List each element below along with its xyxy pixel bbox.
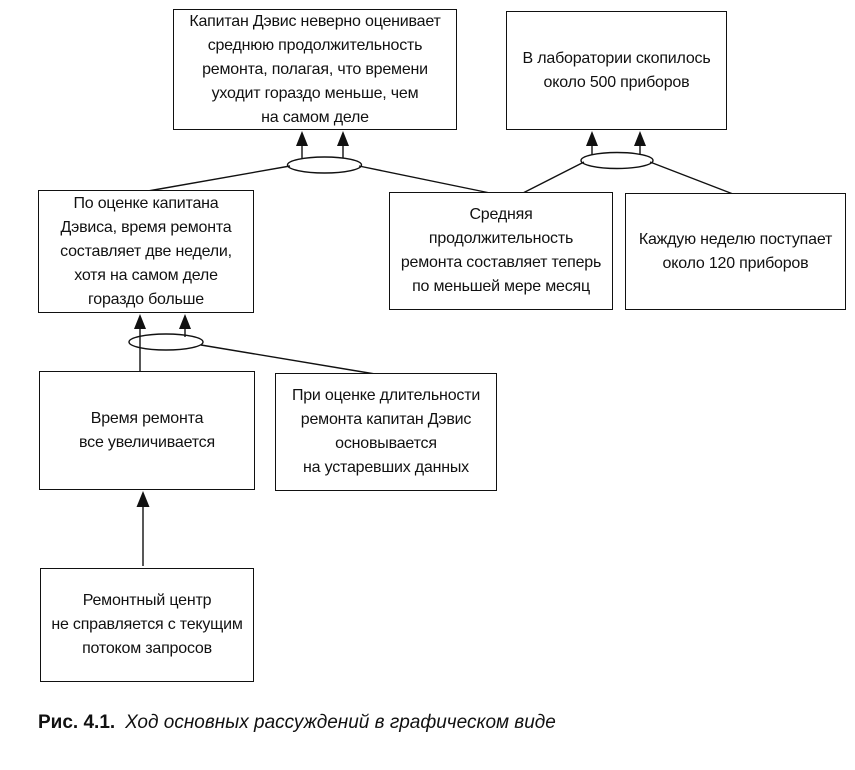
and-junction-ellipse-2 bbox=[580, 151, 654, 170]
node-misjudged-repair-duration: Капитан Дэвис неверно оценивает среднюю … bbox=[173, 9, 457, 130]
node-repair-time-increasing: Время ремонта все увеличивается bbox=[39, 371, 255, 490]
edge-midcenter-to-junction2 bbox=[522, 161, 585, 194]
arrow-junction1-to-topleft-b bbox=[337, 131, 349, 158]
edge-midcenter-to-junction1 bbox=[358, 165, 491, 194]
node-outdated-data-text: При оценке длительности ремонта капитан … bbox=[291, 387, 481, 476]
figure-caption-label: Рис. 4.1. bbox=[38, 712, 116, 733]
node-misjudged-repair-duration-text: Капитан Дэвис неверно оценивает среднюю … bbox=[189, 12, 441, 126]
node-500-devices-accumulated: В лаборатории скопилось около 500 прибор… bbox=[506, 11, 727, 130]
node-two-week-estimate-text: По оценке капитана Дэвиса, время ремонта… bbox=[60, 194, 232, 308]
node-outdated-data: При оценке длительности ремонта капитан … bbox=[275, 373, 497, 491]
node-repair-takes-month-text: Средняя продолжительность ремонта состав… bbox=[400, 206, 602, 295]
arrow-junction2-to-topright-b bbox=[634, 131, 646, 155]
node-120-devices-weekly: Каждую неделю поступает около 120 прибор… bbox=[625, 193, 846, 310]
node-repair-center-overloaded-text: Ремонтный центр не справляется с текущим… bbox=[51, 592, 243, 657]
figure-caption: Рис. 4.1. Ход основных рассуждений в граф… bbox=[38, 712, 556, 734]
and-junction-ellipse-3 bbox=[128, 333, 204, 351]
node-repair-takes-month: Средняя продолжительность ремонта состав… bbox=[389, 192, 613, 310]
arrow-bottom-to-lowleft bbox=[136, 491, 150, 566]
arrow-junction3-to-midleft bbox=[179, 314, 191, 337]
arrow-lowleft-through-junction3-to-midleft bbox=[134, 314, 146, 371]
edge-midleft-to-junction1 bbox=[147, 165, 291, 192]
node-repair-time-increasing-text: Время ремонта все увеличивается bbox=[79, 409, 215, 451]
node-120-devices-weekly-text: Каждую неделю поступает около 120 прибор… bbox=[638, 230, 833, 272]
edge-lowcenter-to-junction3 bbox=[200, 344, 376, 375]
and-junction-ellipse-1 bbox=[286, 156, 363, 174]
node-repair-center-overloaded: Ремонтный центр не справляется с текущим… bbox=[40, 568, 254, 682]
arrow-junction1-to-topleft-a bbox=[296, 131, 308, 158]
node-two-week-estimate: По оценке капитана Дэвиса, время ремонта… bbox=[38, 190, 254, 313]
edge-midright-to-junction2 bbox=[649, 161, 734, 195]
arrow-junction2-to-topright-a bbox=[586, 131, 598, 155]
figure-caption-text: Ход основных рассуждений в графическом в… bbox=[125, 712, 556, 733]
node-500-devices-accumulated-text: В лаборатории скопилось около 500 прибор… bbox=[522, 49, 711, 91]
